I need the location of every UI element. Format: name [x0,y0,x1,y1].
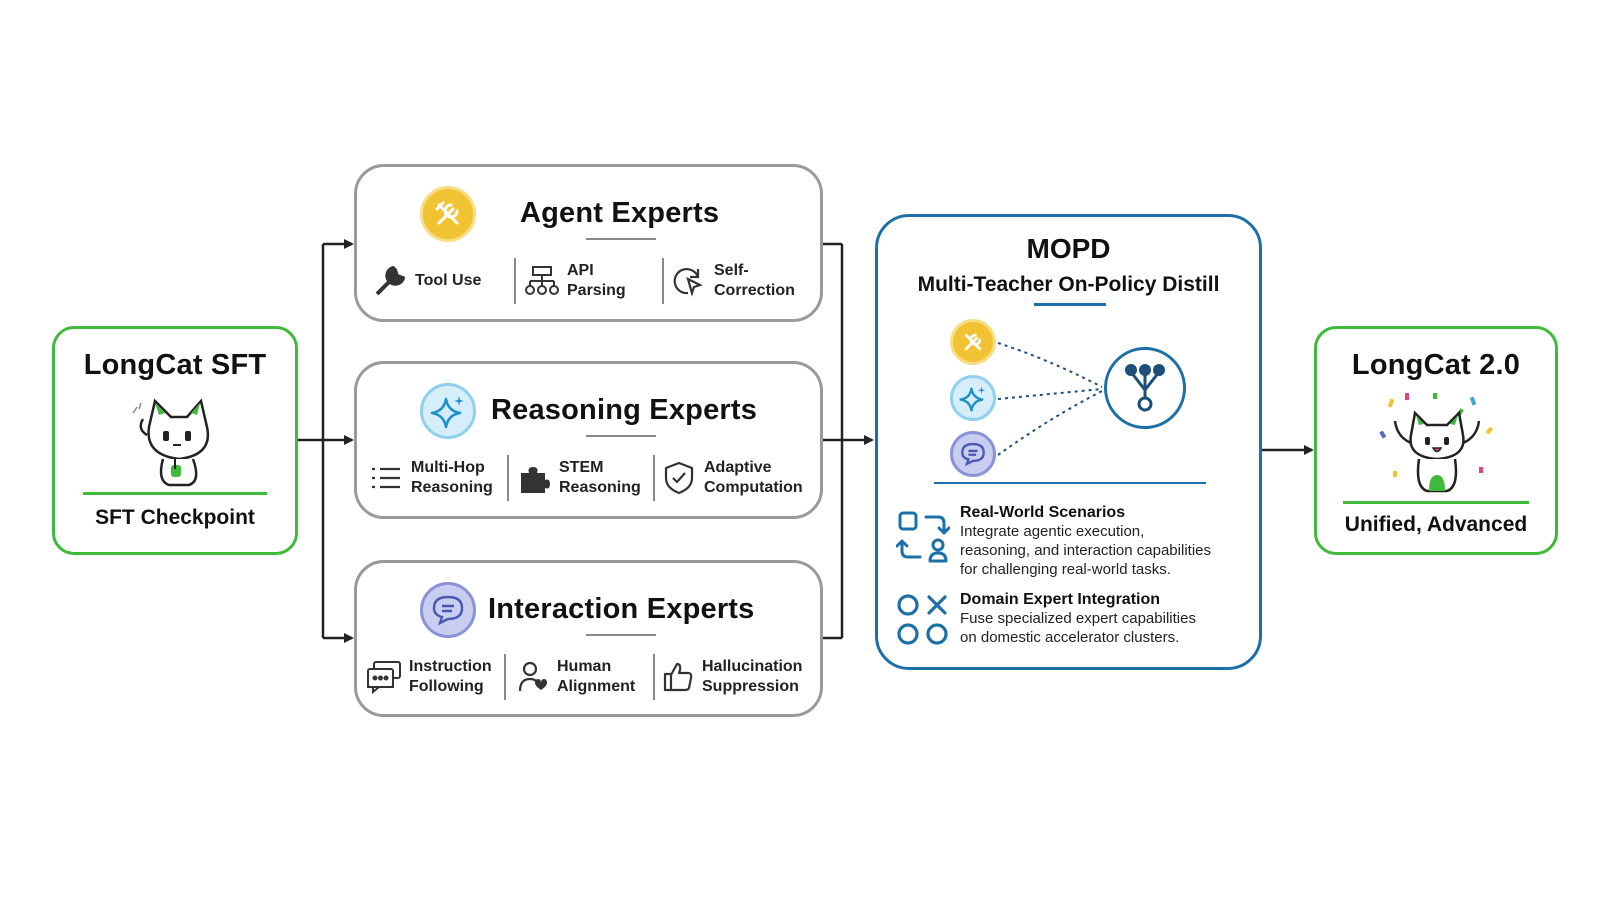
merge-node-icon [1104,347,1186,429]
agent-experts-box: Agent Experts Tool Use API Parsing Self- C… [354,164,823,322]
interaction-chat-icon [420,582,476,638]
real-world-heading: Real-World Scenarios [960,504,1126,521]
api-label-line2: Parsing [567,282,626,299]
hierarchy-icon [525,266,559,295]
puzzle-icon [521,467,550,493]
cursor-refresh-icon [673,267,703,297]
tool-use-item: Tool Use [371,262,481,300]
domain-shapes-icon [897,594,948,645]
reasoning-sparkle-icon [420,383,476,439]
agent-sep-1 [514,258,516,304]
tool-use-label: Tool Use [415,272,482,289]
sft-divider [83,492,267,495]
adaptive-line1: Adaptive [704,459,772,476]
agent-experts-title: Agent Experts [520,197,720,229]
mopd-subtitle: Multi-Teacher On-Policy Distill [917,273,1220,296]
real-world-line-2: reasoning, and interaction capabilities [960,542,1211,559]
real-world-line-3: for challenging real-world tasks. [960,561,1171,578]
instruction-line1: Instruction [409,658,492,675]
scenario-arrows-icon [896,511,950,563]
self-correction-line2: Correction [714,282,795,299]
self-correction-item: Self- Correction [670,261,795,301]
shield-check-icon [664,461,694,495]
stem-line2: Reasoning [559,479,641,496]
cat-mascot-thinking-icon [132,398,210,487]
api-parsing-item: API Parsing [525,261,626,301]
reasoning-title-underline [586,435,656,437]
domain-expert-heading: Domain Expert Integration [960,591,1161,608]
interaction-sep-2 [653,654,655,700]
instruction-line2: Following [409,678,484,695]
longcat-sft-title: LongCat SFT [83,349,267,381]
human-line1: Human [557,658,612,675]
mopd-divider [934,482,1206,484]
thumbs-up-icon [663,662,693,692]
longcat-sft-box: LongCat SFT SFT Checkpoint [52,326,298,555]
domain-expert-point: Domain Expert Integration Fuse specializ… [960,591,1256,647]
agent-sep-2 [662,258,664,304]
interaction-sep-1 [504,654,506,700]
mopd-agent-tools-icon [950,319,996,365]
mopd-reasoning-sparkle-icon [950,375,996,421]
unified-advanced-caption: Unified, Advanced [1344,513,1528,536]
mopd-subtitle-underline [1034,303,1106,306]
mopd-interaction-chat-icon [950,431,996,477]
interaction-experts-title: Interaction Experts [488,593,755,625]
reasoning-sep-1 [507,455,509,501]
multi-hop-line2: Reasoning [411,479,493,496]
agent-title-underline [586,238,656,240]
reasoning-sep-2 [653,455,655,501]
real-world-point: Real-World Scenarios Integrate agentic e… [960,504,1256,579]
wrench-icon [375,266,405,296]
stem-line1: STEM [559,459,604,476]
interaction-title-underline [586,634,656,636]
longcat-2-divider [1343,501,1529,504]
list-icon [372,467,400,489]
multi-hop-line1: Multi-Hop [411,459,485,476]
chat-bubbles-icon [367,661,401,695]
api-label-line1: API [567,262,594,279]
domain-expert-line-1: Fuse specialized expert capabilities [960,610,1196,627]
real-world-line-1: Integrate agentic execution, [960,523,1145,540]
distillation-graphic [997,342,1103,456]
hallucination-line2: Suppression [702,678,799,695]
self-correction-line1: Self- [714,262,749,279]
mopd-title: MOPD [1026,233,1111,264]
mopd-box: MOPD Multi-Teacher On-Policy Distill Rea… [875,214,1262,670]
sft-checkpoint-caption: SFT Checkpoint [95,506,255,529]
cat-mascot-celebrating-icon [1379,393,1494,493]
reasoning-experts-title: Reasoning Experts [491,394,758,426]
agent-tools-icon [420,186,476,242]
human-line2: Alignment [557,678,636,695]
stem-item: STEM Reasoning [517,458,641,498]
hallucination-line1: Hallucination [702,658,803,675]
longcat-2-box: LongCat 2.0 Unified, Advanced [1314,326,1558,555]
adaptive-line2: Computation [704,479,803,496]
longcat-2-title: LongCat 2.0 [1351,349,1521,381]
domain-expert-line-2: on domestic accelerator clusters. [960,629,1180,646]
person-heart-icon [518,661,547,692]
